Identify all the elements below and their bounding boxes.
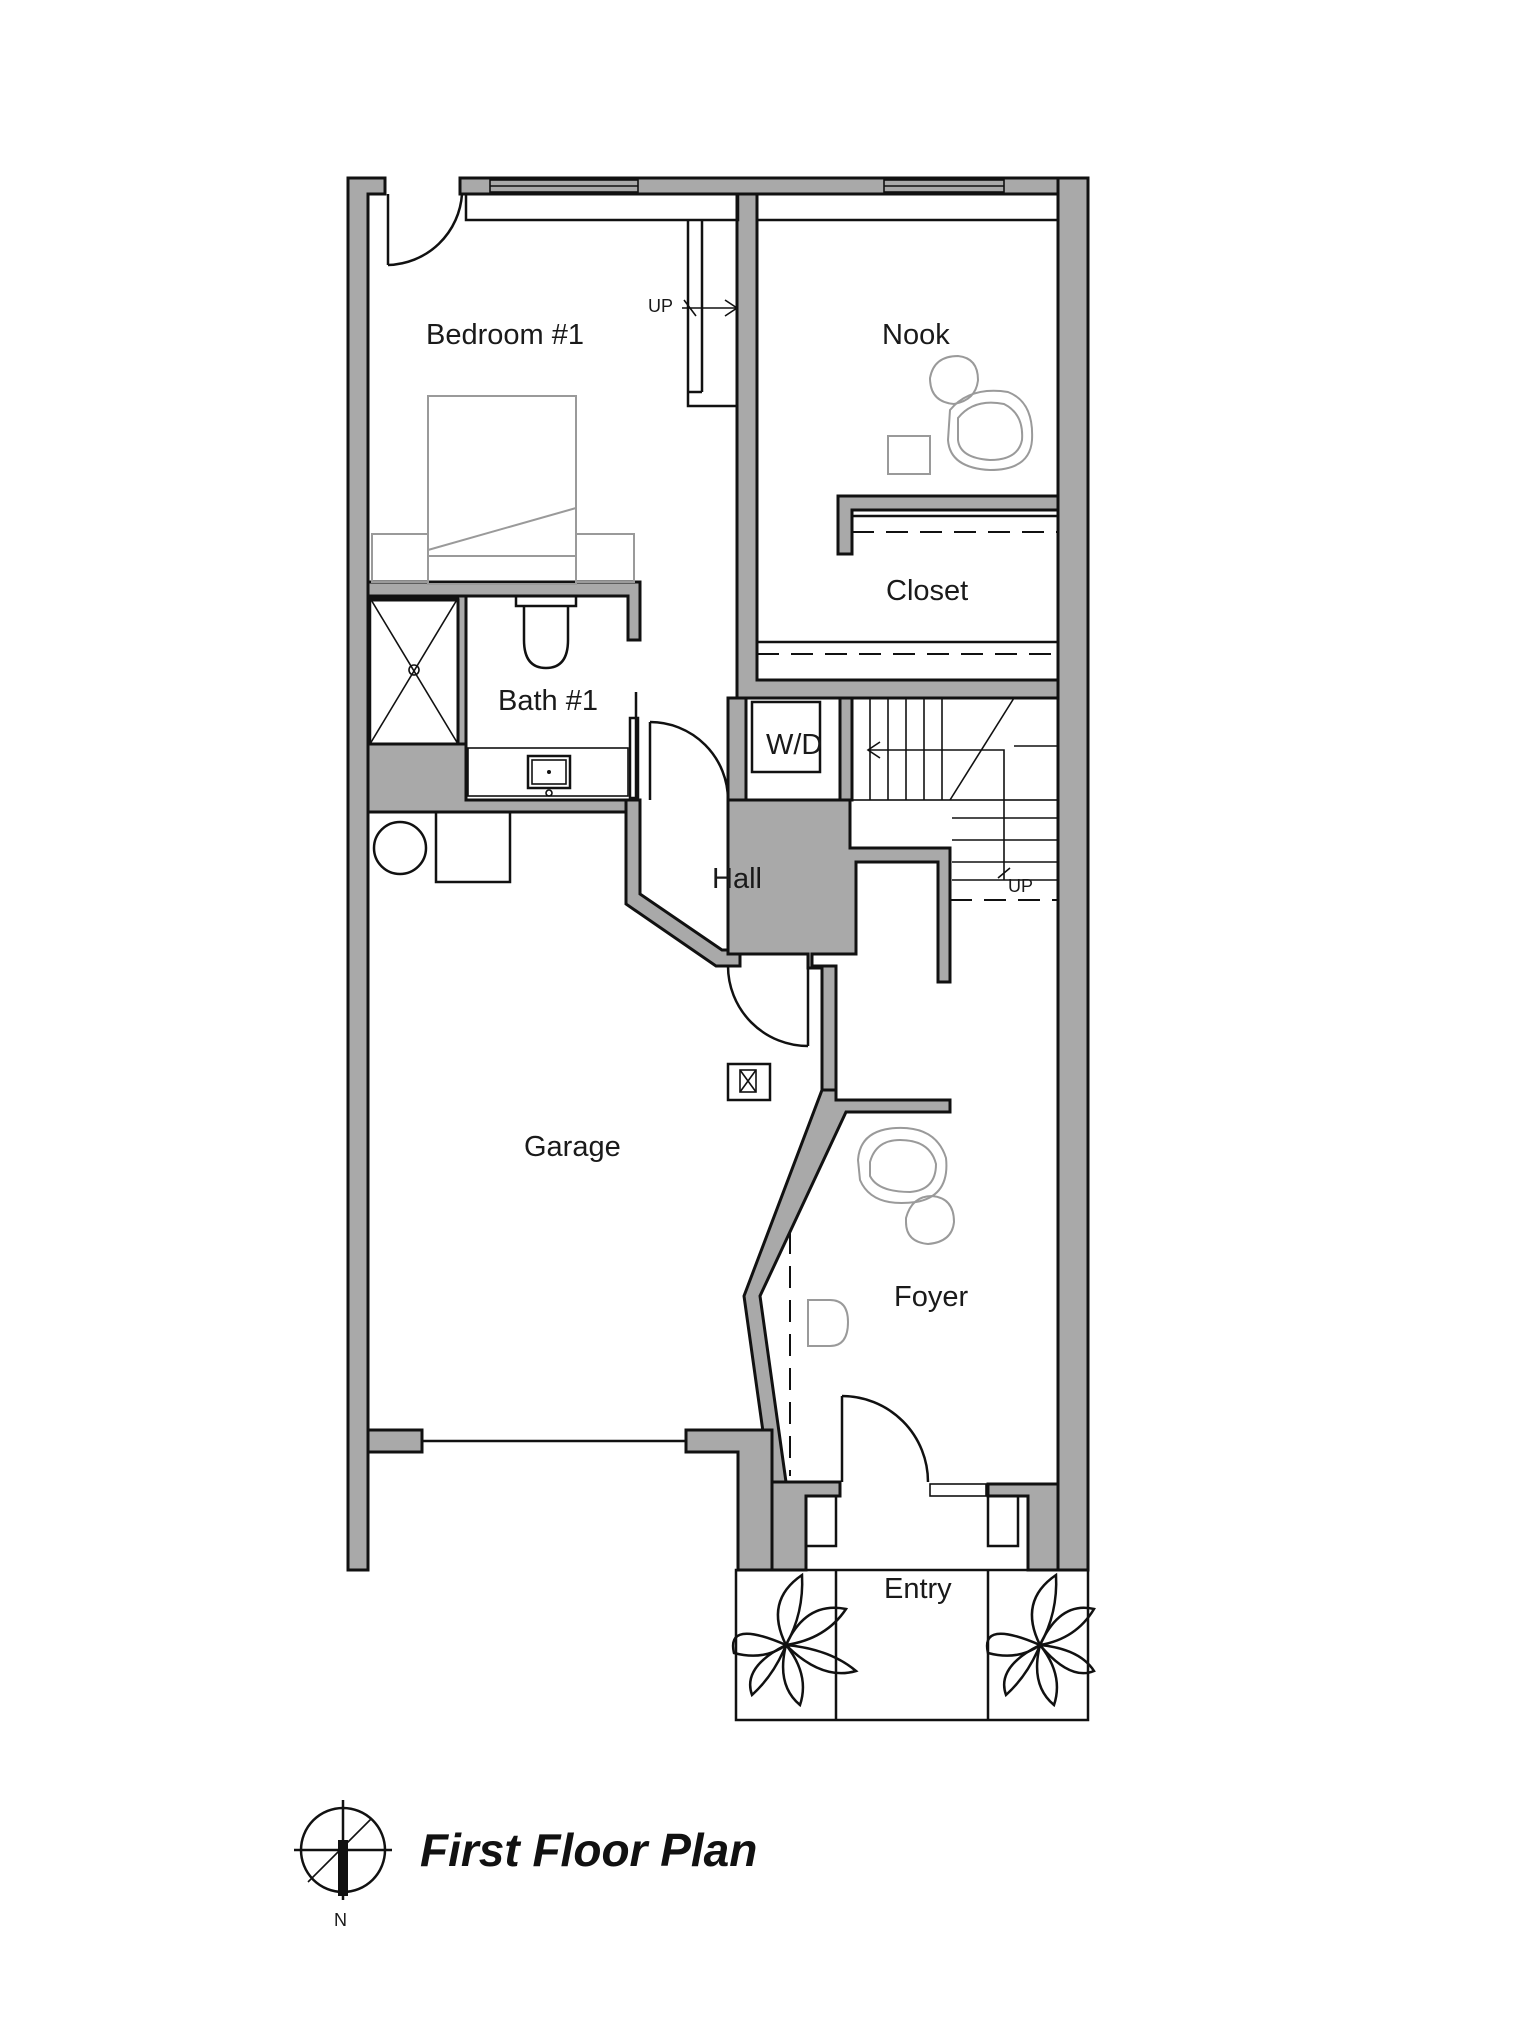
front-door-swing	[841, 1394, 930, 1483]
entry-area	[734, 1494, 1090, 1722]
hall-east-wall	[726, 798, 952, 1092]
foyer-window	[929, 1483, 987, 1497]
east-wall	[1056, 176, 1090, 1572]
bedroom-label: Bedroom #1	[426, 319, 584, 351]
bath-label: Bath #1	[498, 685, 598, 717]
lower-stair: UP	[851, 697, 1059, 901]
nook-furniture	[887, 354, 1034, 475]
plant-west-icon	[731, 1572, 859, 1708]
water-heater-icon	[372, 820, 428, 876]
bath-garage-wall	[366, 742, 630, 814]
foyer-furniture	[789, 1126, 956, 1476]
north-label: N	[334, 1910, 347, 1930]
bedroom-nook-wall	[735, 192, 1060, 700]
hall-door-swing	[649, 720, 730, 801]
windows	[489, 179, 1005, 1497]
room-labels: Bedroom #1 Nook Closet Bath #1 W/D Hall …	[426, 319, 968, 1605]
garage-south-wall-west	[366, 1428, 424, 1454]
nook-label: Nook	[882, 319, 950, 351]
closet-shelves	[757, 514, 1058, 655]
closet-label: Closet	[886, 575, 968, 607]
washer-dryer-box	[750, 700, 822, 774]
lower-stair-label: UP	[1008, 876, 1033, 896]
bath-door-leaf	[628, 716, 640, 800]
washer-dryer-label: W/D	[766, 729, 822, 761]
upper-stair-label: UP	[648, 296, 673, 316]
foyer-label: Foyer	[894, 1281, 968, 1313]
garage-equipment	[372, 810, 772, 1102]
doors	[386, 193, 930, 1483]
shower	[368, 596, 460, 746]
bed	[371, 395, 635, 585]
sink-icon	[526, 754, 572, 790]
vanity	[467, 747, 629, 797]
walls	[346, 176, 1090, 1572]
upper-stair: UP	[648, 220, 739, 520]
closet-wall	[836, 494, 1060, 556]
hall-label: Hall	[712, 863, 762, 895]
bedroom-header	[464, 192, 740, 222]
stair-west-wall	[838, 696, 854, 802]
entry-label: Entry	[884, 1573, 952, 1605]
garage-label: Garage	[524, 1131, 621, 1163]
toilet-icon	[514, 594, 578, 670]
drawing-title: First Floor Plan	[420, 1824, 757, 1876]
laundry-wall	[726, 696, 748, 802]
bedroom-door-swing	[387, 193, 464, 267]
bath-top-wall	[366, 580, 642, 642]
plant-east-icon	[985, 1572, 1096, 1708]
north-arrow-icon: N	[294, 1800, 392, 1930]
nook-header	[755, 192, 1060, 222]
garage-hall-door-swing	[726, 965, 809, 1048]
garage-south-wall-east	[684, 1428, 774, 1572]
west-wall	[346, 176, 387, 1572]
